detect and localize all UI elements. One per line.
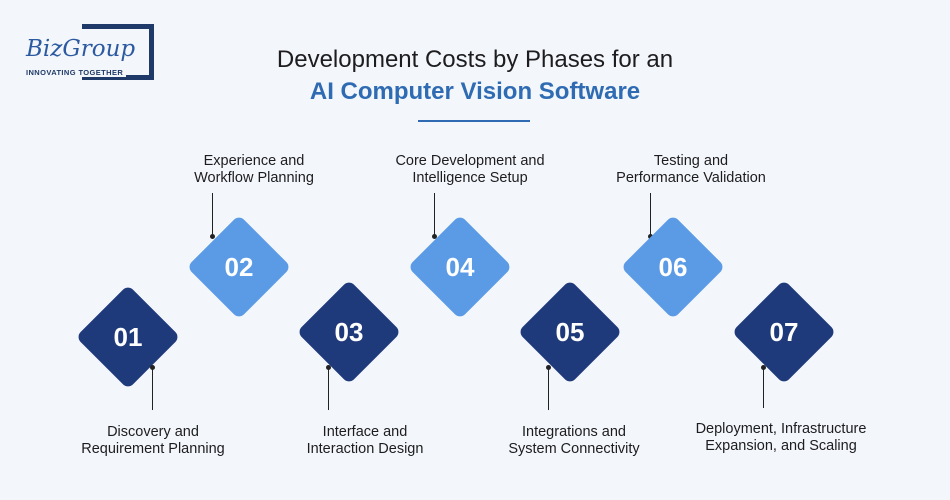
phase-06-connector — [650, 193, 651, 237]
title-line-1: Development Costs by Phases for an — [276, 46, 674, 73]
phase-04-connector — [434, 193, 435, 237]
phase-03-number: 03 — [334, 317, 364, 347]
phase-07-number: 07 — [769, 317, 799, 347]
phase-02-connector — [212, 193, 213, 237]
phase-05-label: Integrations and System Connectivity — [474, 424, 674, 458]
phase-04-connector-dot — [432, 234, 437, 239]
phase-03-label-line-1: Interface and — [322, 424, 408, 440]
phase-07-label-line-1: Deployment, Infrastructure — [695, 421, 867, 437]
logo-frame — [82, 24, 154, 80]
bizgroup-logo: BizGroup INNOVATING TOGETHER — [22, 24, 158, 84]
phase-02-label-line-1: Experience and — [203, 153, 305, 169]
phase-01-number: 01 — [113, 322, 143, 352]
phase-03-connector — [328, 368, 329, 410]
phase-07-label: Deployment, Infrastructure Expansion, an… — [681, 421, 881, 455]
phase-06-label-line-2: Performance Validation — [616, 170, 766, 186]
phase-04-label-line-1: Core Development and — [395, 153, 545, 169]
phase-05-label-line-1: Integrations and — [522, 424, 626, 440]
phase-02-connector-dot — [210, 234, 215, 239]
phase-05-number: 05 — [555, 317, 585, 347]
logo-name: BizGroup — [26, 36, 138, 62]
phase-07-connector — [763, 368, 764, 408]
phase-01-connector-dot — [150, 365, 155, 370]
phase-03-connector-dot — [326, 365, 331, 370]
phase-06-label-line-1: Testing and — [653, 153, 729, 169]
phase-03-label-line-2: Interaction Design — [306, 441, 424, 457]
phase-01-connector — [152, 368, 153, 410]
phase-07-connector-dot — [761, 365, 766, 370]
phase-06-number: 06 — [658, 252, 688, 282]
phase-02-number: 02 — [224, 252, 254, 282]
phase-04-label-line-2: Intelligence Setup — [412, 170, 528, 186]
phase-06-label: Testing and Performance Validation — [591, 153, 791, 187]
title-underline — [418, 120, 530, 122]
page-title: Development Costs by Phases for an AI Co… — [0, 44, 950, 108]
phase-07-label-line-2: Expansion, and Scaling — [705, 438, 857, 454]
title-line-2: AI Computer Vision Software — [309, 78, 641, 105]
phase-01-label-line-2: Requirement Planning — [81, 441, 225, 457]
phase-05-connector — [548, 368, 549, 410]
phase-05-connector-dot — [546, 365, 551, 370]
phase-05-label-line-2: System Connectivity — [508, 441, 640, 457]
logo-tagline: INNOVATING TOGETHER — [26, 68, 127, 77]
phase-04-number: 04 — [445, 252, 475, 282]
phase-01-label: Discovery and Requirement Planning — [53, 424, 253, 458]
phase-01-label-line-1: Discovery and — [107, 424, 199, 440]
phase-02-label: Experience and Workflow Planning — [154, 153, 354, 187]
phase-02-label-line-2: Workflow Planning — [194, 170, 314, 186]
phase-03-label: Interface and Interaction Design — [265, 424, 465, 458]
phase-04-label: Core Development and Intelligence Setup — [370, 153, 570, 187]
